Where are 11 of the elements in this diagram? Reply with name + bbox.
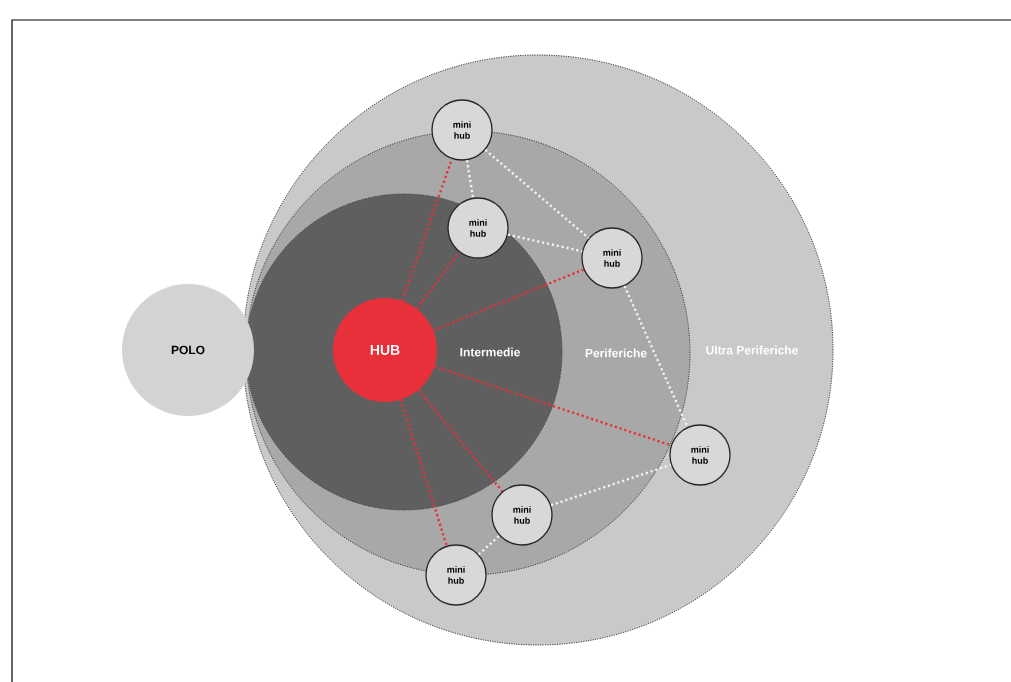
connector-line — [415, 251, 461, 310]
connector-line — [399, 399, 448, 547]
connector-line — [434, 365, 672, 447]
connector-line — [550, 463, 672, 507]
connector-line — [507, 233, 583, 253]
connector-line — [484, 148, 590, 239]
connector-line — [623, 285, 689, 428]
connector-line — [465, 160, 475, 198]
connector-line — [417, 389, 504, 493]
connector-line — [432, 268, 585, 332]
connector-line — [477, 534, 501, 556]
